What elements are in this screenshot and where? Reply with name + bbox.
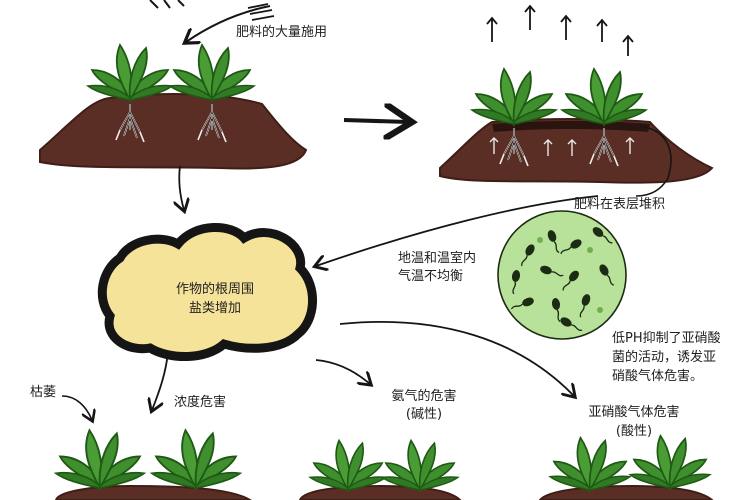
label-wilting: 枯萎: [30, 385, 57, 400]
damaged-plant-2: [381, 439, 459, 491]
soil-bottom-1: [54, 484, 252, 500]
plant-1: [87, 44, 173, 101]
plant-4: [561, 68, 647, 125]
fertilizer-stroke: [149, 0, 185, 9]
surface-layer: [492, 121, 650, 132]
wilted-plant-1: [54, 429, 146, 489]
soil-mound-2: [439, 118, 714, 184]
label-temperature-line2: 气温不均衡: [398, 269, 464, 284]
label-salt-line2: 盐类增加: [188, 301, 241, 316]
soil-bottom-2: [298, 484, 462, 500]
label-ammonia-note: (碱性): [405, 407, 443, 422]
damaged-plant-4: [629, 434, 711, 489]
wilted-plant-2: [150, 429, 242, 489]
label-heavy-fertilizer: 肥料的大量施用: [236, 25, 328, 40]
upward-arrows-in-soil: [489, 137, 635, 156]
accumulation-scene: [439, 4, 714, 197]
bottom-scene-nitrite: [538, 434, 714, 500]
plant-3: [471, 68, 557, 125]
salt-blob: [97, 223, 317, 361]
label-low-ph-line1: 低PH抑制了亚硝酸: [612, 331, 721, 346]
arrow-down-to-salt: [179, 165, 184, 210]
plant-2: [169, 44, 255, 101]
arrow-to-concentration: [152, 351, 169, 410]
arrow-to-ammonia: [315, 359, 370, 384]
fertilizer-input-scene: [39, 0, 308, 210]
damaged-plant-3: [549, 436, 631, 491]
label-nitrite-note: (酸性): [615, 424, 653, 439]
arrow-to-nitrite: [339, 321, 574, 396]
label-ammonia-damage: 氨气的危害: [391, 389, 457, 404]
surface-callout-line: [635, 125, 672, 197]
fertilizer-arrow: [186, 5, 271, 42]
bottom-scene-concentration: [54, 429, 252, 500]
label-salt-line1: 作物的根周围: [175, 282, 254, 297]
label-nitrite-damage: 亚硝酸气体危害: [588, 405, 680, 420]
arrow-temperature-to-salt: [316, 195, 599, 266]
damaged-plant-1: [309, 439, 387, 491]
soil-mound-1: [39, 93, 308, 170]
soil-bottom-3: [538, 484, 714, 500]
bacteria-circle: [497, 210, 627, 340]
arrow-wilting: [61, 395, 92, 420]
label-surface-accumulation: 肥料在表层堆积: [574, 197, 666, 212]
bottom-scene-ammonia: [298, 439, 462, 500]
label-temperature-line1: 地温和温室内: [398, 251, 477, 266]
arrow-to-accumulation: [343, 120, 408, 122]
label-concentration-damage: 浓度危害: [174, 395, 227, 410]
evaporation-arrows: [486, 4, 634, 56]
label-low-ph-line2: 菌的活动，诱发亚: [612, 350, 717, 365]
salt-blob-text: 作物的根周围 盐类增加: [150, 280, 280, 318]
label-low-ph-line3: 硝酸气体危害。: [612, 369, 704, 384]
fertilizer-stroke: [247, 3, 275, 21]
